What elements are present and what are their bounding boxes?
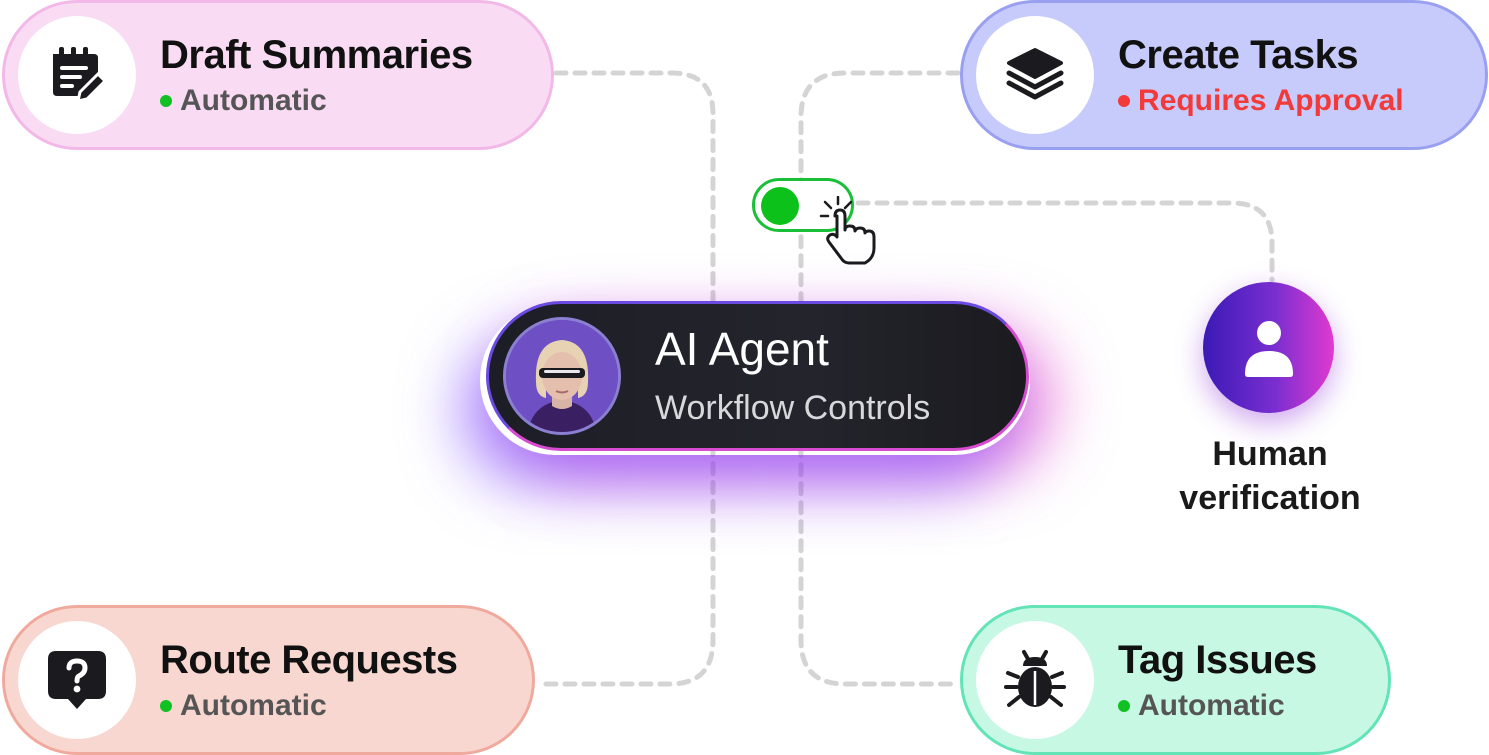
action-title: Create Tasks [1118,33,1359,77]
icon-circle [976,16,1094,134]
agent-title: AI Agent [655,323,829,376]
status-text: Requires Approval [1138,84,1404,117]
action-card-route-requests[interactable]: Route Requests Automatic [2,605,535,755]
human-verification-label: Human verification [1140,432,1400,520]
avatar [503,317,621,435]
status-dot [1118,700,1130,712]
status-dot [160,95,172,107]
action-title: Tag Issues [1118,638,1317,682]
action-card-draft-summaries[interactable]: Draft Summaries Automatic [2,0,554,150]
label-line: verification [1179,479,1361,517]
approval-toggle[interactable] [752,178,854,232]
ai-agent-card[interactable]: AI Agent Workflow Controls [486,301,1029,451]
status-text: Automatic [1138,689,1285,722]
label-line: Human [1212,435,1328,473]
question-bubble-icon [48,651,106,709]
status-badge: Automatic [160,84,473,118]
action-card-create-tasks[interactable]: Create Tasks Requires Approval [960,0,1488,150]
status-badge: Automatic [160,689,458,723]
action-title: Draft Summaries [160,33,473,77]
icon-circle [976,621,1094,739]
status-text: Automatic [180,84,327,117]
action-card-tag-issues[interactable]: Tag Issues Automatic [960,605,1391,755]
bug-icon [1004,650,1066,707]
status-dot [1118,95,1130,107]
status-text: Automatic [180,689,327,722]
status-dot [160,700,172,712]
human-verification-node[interactable] [1203,282,1334,413]
notepad-edit-icon [53,47,107,103]
icon-circle [18,621,136,739]
user-icon [1244,320,1293,377]
pointer-hand-icon [819,196,876,265]
agent-portrait-icon [506,320,618,432]
layers-stack-icon [1006,48,1064,100]
action-title: Route Requests [160,638,458,682]
status-badge: Automatic [1118,689,1317,723]
status-badge: Requires Approval [1118,84,1404,118]
toggle-knob [761,187,799,225]
agent-subtitle: Workflow Controls [655,388,931,427]
icon-circle [18,16,136,134]
